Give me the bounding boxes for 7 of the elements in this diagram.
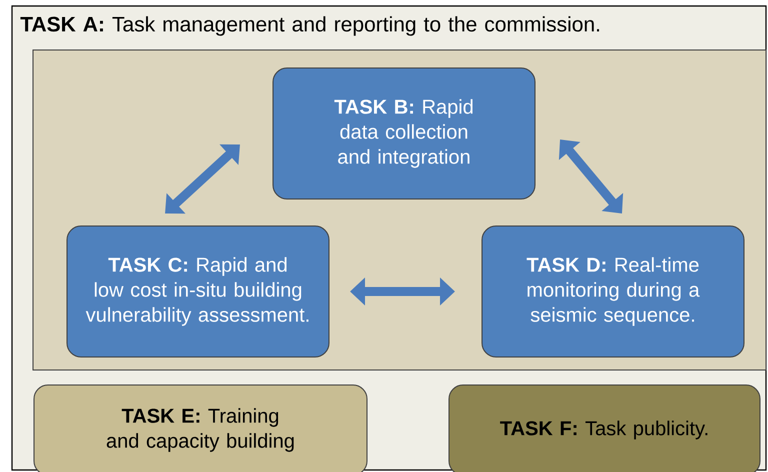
task-box: TASK B: Rapid data collection and integration	[272, 68, 536, 200]
double-arrow	[165, 144, 240, 214]
double-arrow	[558, 140, 624, 214]
task-box: TASK F: Task publicity.	[448, 384, 760, 472]
task-box: TASK C: Rapid and low cost in-situ building vulnerability assessment.	[66, 226, 330, 358]
task-box: TASK E: Training and capacity building	[34, 384, 368, 472]
task-box: TASK D: Real-time monitoring during a seismic sequence.	[482, 226, 744, 358]
